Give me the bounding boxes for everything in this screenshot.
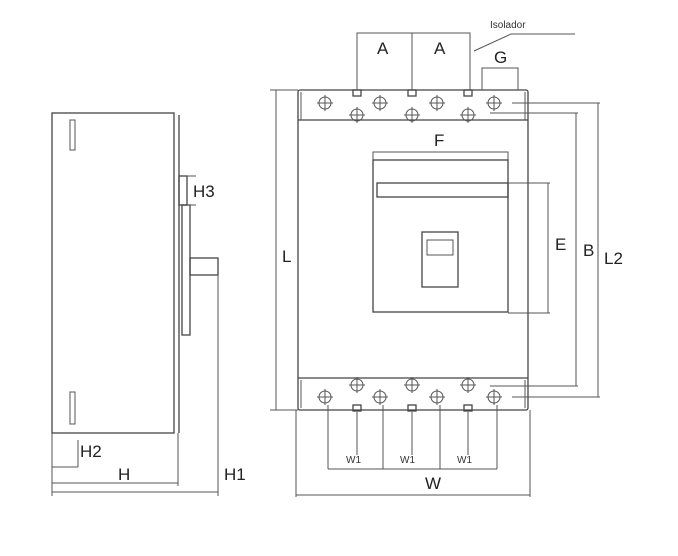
terminal-slot xyxy=(463,89,473,97)
terminal-slot xyxy=(407,89,417,97)
label-w1-3: W1 xyxy=(457,455,472,466)
front-body xyxy=(297,89,529,411)
side-body xyxy=(51,112,175,434)
side-plate xyxy=(181,204,191,336)
front-view: A A Isolador G F E B L2 L xyxy=(270,20,623,497)
label-w1-1: W1 xyxy=(346,455,361,466)
terminal-slot xyxy=(463,404,473,412)
label-w1-2: W1 xyxy=(400,455,415,466)
label-g: G xyxy=(494,48,507,67)
label-h3: H3 xyxy=(193,182,215,201)
label-l: L xyxy=(282,247,291,266)
label-a-1: A xyxy=(377,39,389,58)
label-isolador: Isolador xyxy=(490,20,526,31)
h3-protrusion xyxy=(178,175,188,206)
label-l2: L2 xyxy=(604,249,623,268)
handle-window xyxy=(372,159,509,313)
top-slot xyxy=(69,119,76,151)
bottom-slot xyxy=(69,391,76,425)
label-h1: H1 xyxy=(224,465,246,484)
side-handle xyxy=(189,257,219,276)
handle-bar xyxy=(376,182,509,198)
label-a-2: A xyxy=(434,39,446,58)
toggle-handle xyxy=(421,231,459,288)
terminal-screws xyxy=(317,89,502,412)
label-h: H xyxy=(118,465,130,484)
label-b: B xyxy=(583,241,594,260)
terminal-slot xyxy=(407,404,417,412)
isolador-leader xyxy=(473,33,575,52)
label-e: E xyxy=(555,235,566,254)
label-f: F xyxy=(434,131,444,150)
label-h2: H2 xyxy=(80,442,102,461)
terminal-slot xyxy=(352,89,362,97)
terminal-slot xyxy=(352,404,362,412)
label-w: W xyxy=(425,474,441,493)
side-view: H3 H2 H H1 xyxy=(51,112,246,496)
